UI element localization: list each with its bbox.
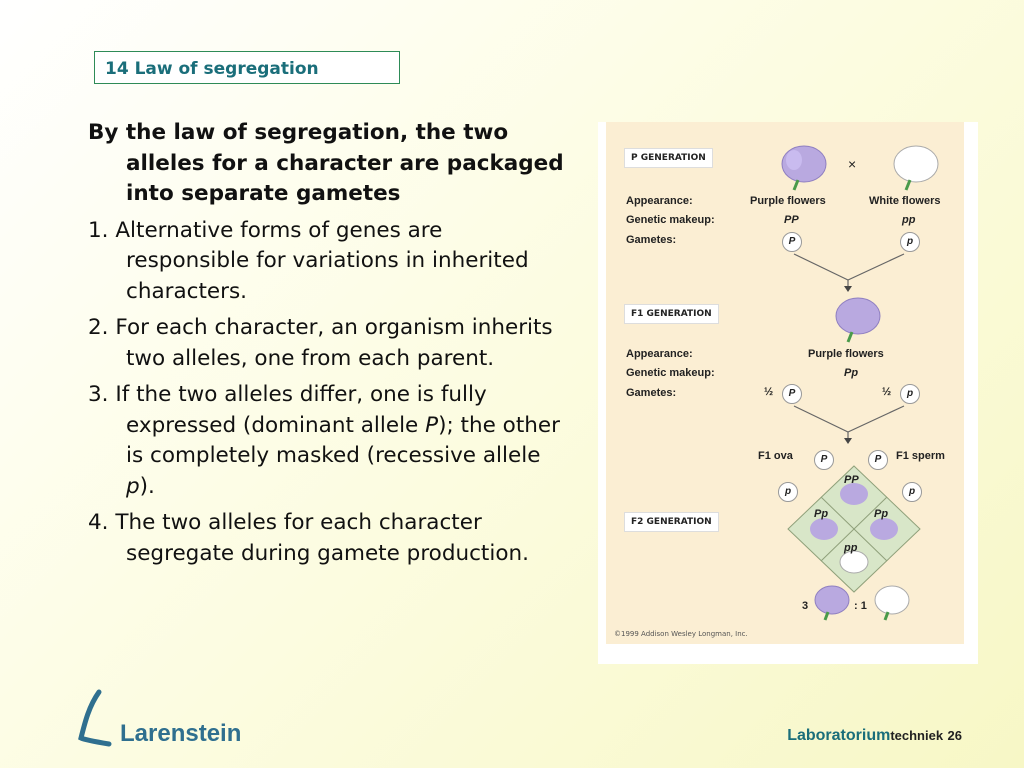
- punnett-Pp-left: Pp: [814, 508, 829, 520]
- ova-recessive: p: [778, 482, 798, 502]
- f1-cross-arrows: [793, 405, 905, 444]
- ratio-white-flower-icon: [874, 585, 910, 621]
- white-flowers-text: White flowers: [869, 195, 941, 207]
- f1-appearance-label: Appearance:: [626, 348, 693, 360]
- lead-paragraph: By the law of segregation, the two allel…: [88, 120, 564, 206]
- f1-purple-flower-icon: [835, 297, 881, 343]
- f1-generation-label: F1 GENERATION: [624, 304, 719, 324]
- f1-purple-flowers-text: Purple flowers: [808, 348, 884, 360]
- half-dominant: ½: [764, 386, 774, 398]
- f1-gametes-label: Gametes:: [626, 387, 677, 399]
- recessive-allele-symbol: p: [126, 473, 140, 499]
- ratio-1: : 1: [854, 600, 867, 612]
- p-genetic-makeup-label: Genetic makeup:: [626, 214, 715, 226]
- logo-text: Larenstein: [120, 720, 242, 747]
- dominant-allele-symbol: P: [425, 412, 439, 438]
- slide-body: By the law of segregation, the two allel…: [88, 118, 568, 575]
- p-gametes-label: Gametes:: [626, 234, 677, 246]
- slide-title: 14 Law of segregation: [105, 59, 319, 79]
- cross-arrows: [793, 253, 905, 292]
- p-gamete-dominant: P: [782, 232, 802, 252]
- f1-genetic-makeup-label: Genetic makeup:: [626, 367, 715, 379]
- sperm-recessive: p: [902, 482, 922, 502]
- page-number: 26: [947, 728, 962, 743]
- ratio-3: 3: [802, 600, 809, 612]
- point-3-part-a: 3. If the two alleles differ, one is ful…: [88, 382, 487, 438]
- p-gamete-recessive: p: [900, 232, 920, 252]
- footer: Laboratoriumtechniek 26: [787, 727, 962, 745]
- punnett-PP: PP: [844, 474, 859, 486]
- pp-dominant-genotype: PP: [784, 214, 799, 226]
- slide-title-box: 14 Law of segregation: [94, 51, 400, 84]
- f1-sperm-label: F1 sperm: [896, 450, 945, 462]
- punnett-pp: pp: [844, 542, 858, 554]
- purple-flowers-text: Purple flowers: [750, 195, 826, 207]
- ratio-purple-flower-icon: [814, 585, 850, 621]
- segregation-figure: P GENERATION × Appearance: Genetic makeu…: [598, 122, 978, 664]
- point-2: 2. For each character, an organism inher…: [88, 315, 553, 371]
- purple-flower-icon: [781, 145, 827, 191]
- f1-genotype: Pp: [844, 367, 859, 379]
- f1-gamete-recessive: p: [900, 384, 920, 404]
- white-flower-icon: [893, 145, 939, 191]
- f1-gamete-dominant: P: [782, 384, 802, 404]
- footer-techniek: techniek: [890, 728, 944, 743]
- footer-lab: Laboratorium: [787, 727, 891, 744]
- ova-dominant: P: [814, 450, 834, 470]
- larenstein-logo-icon: [78, 689, 112, 747]
- half-recessive: ½: [882, 386, 892, 398]
- point-3-part-b: ); the other is completely masked (reces…: [126, 412, 560, 469]
- f1-ova-label: F1 ova: [758, 450, 793, 462]
- point-4: 4. The two alleles for each character se…: [88, 510, 529, 566]
- figure-panel: P GENERATION × Appearance: Genetic makeu…: [606, 122, 964, 644]
- point-1: 1. Alternative forms of genes are respon…: [88, 217, 529, 304]
- p-appearance-label: Appearance:: [626, 195, 693, 207]
- point-3-part-c: ).: [139, 473, 155, 499]
- cross-symbol: ×: [848, 156, 857, 172]
- pp-recessive-genotype: pp: [902, 214, 916, 226]
- p-generation-label: P GENERATION: [624, 148, 713, 168]
- punnett-Pp-right: Pp: [874, 508, 889, 520]
- point-3: 3. If the two alleles differ, one is ful…: [88, 380, 568, 502]
- sperm-dominant: P: [868, 450, 888, 470]
- punnett-square: [787, 465, 921, 593]
- f2-generation-label: F2 GENERATION: [624, 512, 719, 532]
- figure-copyright: ©1999 Addison Wesley Longman, Inc.: [614, 630, 748, 638]
